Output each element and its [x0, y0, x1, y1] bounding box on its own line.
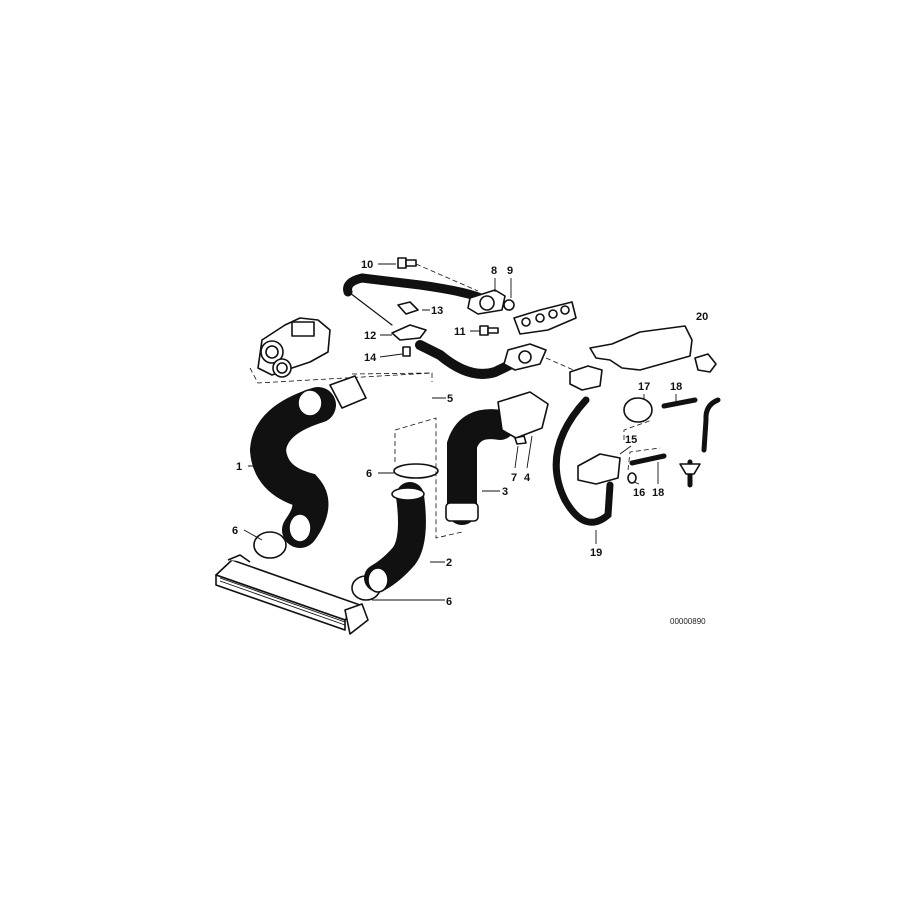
part-20 — [694, 353, 717, 373]
callout-10: 10 — [361, 259, 373, 271]
seal-9 — [503, 299, 515, 311]
bolt-10 — [397, 257, 417, 269]
callout-15: 15 — [625, 434, 637, 446]
egr-valve — [569, 365, 603, 391]
intake-manifold — [589, 325, 693, 371]
pressure-converter-15 — [577, 453, 621, 485]
callout-6-low: 6 — [446, 596, 452, 608]
bolt-14 — [402, 346, 411, 357]
callout-labels: 10 8 9 13 12 11 14 20 5 17 18 15 1 6 7 4… — [232, 259, 708, 626]
callout-5: 5 — [447, 393, 453, 405]
sleeve-4 — [497, 391, 549, 439]
callout-6-mid: 6 — [366, 468, 372, 480]
clamp-6-mid — [393, 463, 439, 479]
clip-13 — [397, 301, 419, 315]
callout-12: 12 — [364, 330, 376, 342]
clamp-7 — [514, 435, 527, 445]
callout-7: 7 — [511, 472, 517, 484]
callout-6-left: 6 — [232, 525, 238, 537]
callout-14: 14 — [364, 352, 377, 364]
bolt-11 — [479, 325, 499, 336]
callout-17: 17 — [638, 381, 650, 393]
cap-16 — [627, 472, 637, 484]
callout-18-bottom: 18 — [652, 487, 664, 499]
callout-19: 19 — [590, 547, 602, 559]
callout-20: 20 — [696, 311, 708, 323]
bracket-12 — [391, 324, 427, 341]
hose-3-end — [445, 502, 479, 522]
turbocharger — [257, 317, 331, 378]
callout-8: 8 — [491, 265, 497, 277]
callout-4: 4 — [524, 472, 531, 484]
callout-1: 1 — [236, 461, 242, 473]
drawing-number: 00000890 — [670, 617, 706, 626]
callout-11: 11 — [454, 326, 466, 338]
clamp-6-left — [253, 531, 287, 559]
intercooler — [215, 554, 369, 635]
clamp-5 — [329, 375, 367, 409]
callout-9: 9 — [507, 265, 513, 277]
filter-17 — [623, 397, 653, 423]
callout-2: 2 — [446, 557, 452, 569]
hose-1-end — [297, 389, 323, 417]
callout-3: 3 — [502, 486, 508, 498]
callout-13: 13 — [431, 305, 443, 317]
callout-18-top: 18 — [670, 381, 682, 393]
callout-16: 16 — [633, 487, 645, 499]
